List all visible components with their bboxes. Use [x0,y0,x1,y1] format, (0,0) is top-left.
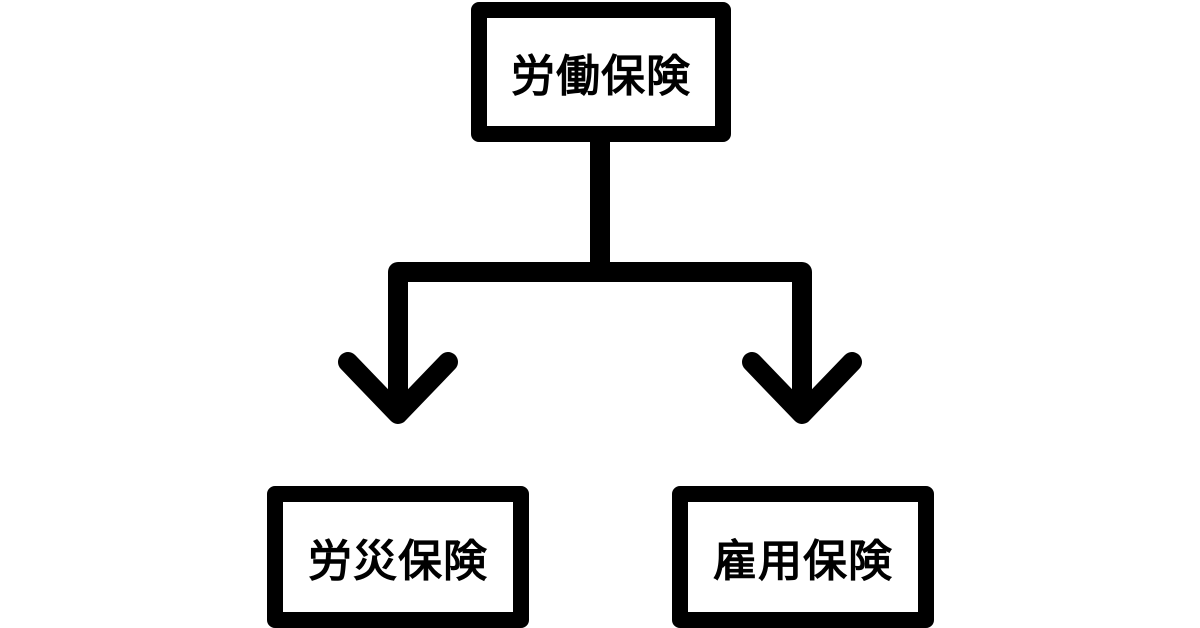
root-node-label: 労働保険 [511,51,691,102]
left-arrowhead [338,352,458,424]
branch-bar [388,262,812,420]
child-node-box-right: 雇用保険 [672,486,934,628]
root-node-box: 労働保険 [471,2,731,142]
child-node-box-left: 労災保険 [267,486,529,628]
child-node-label-left: 労災保険 [308,536,488,587]
child-node-label-right: 雇用保険 [713,536,893,587]
right-arrowhead [742,352,862,424]
